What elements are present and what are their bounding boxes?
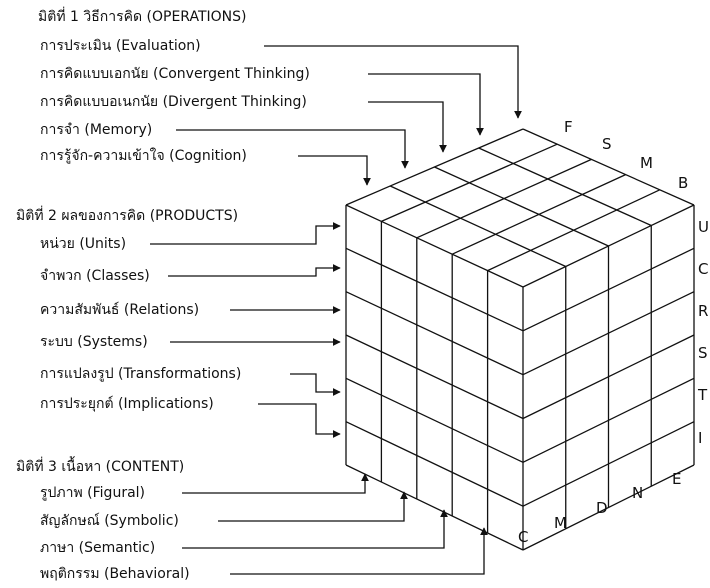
cube-edge — [345, 204, 524, 288]
operation-letter-N: N — [632, 484, 643, 502]
product-label-transformations: การแปลงรูป (Transformations) — [40, 366, 242, 382]
product-letter-T: T — [697, 386, 708, 404]
content-letter-M: M — [640, 154, 653, 172]
product-arrow-5 — [258, 403, 341, 438]
cube-grid-line — [522, 247, 695, 332]
operation-label-convergent: การคิดแบบเอกนัย (Convergent Thinking) — [40, 66, 310, 82]
operations-heading: มิติที่ 1 วิธีการคิด (OPERATIONS) — [38, 9, 247, 25]
cube-edge — [522, 128, 695, 206]
product-label-classes: จำพวก (Classes) — [40, 268, 150, 284]
operation-arrow-3 — [176, 129, 409, 169]
product-arrow-1 — [168, 264, 341, 277]
content-arrow-2 — [182, 509, 448, 549]
operation-arrow-2 — [368, 101, 447, 153]
product-letter-S: S — [698, 344, 708, 362]
product-letter-U: U — [698, 218, 709, 236]
content-label-semantic: ภาษา (Semantic) — [40, 540, 156, 556]
content-arrow-0 — [182, 473, 369, 494]
operation-letter-E: E — [672, 470, 681, 488]
content-label-symbolic: สัญลักษณ์ (Symbolic) — [40, 513, 179, 529]
operation-arrow-1 — [368, 73, 484, 136]
operation-label-memory: การจำ (Memory) — [40, 122, 153, 138]
cube-grid-line — [389, 185, 567, 268]
content-letter-F: F — [564, 118, 573, 136]
product-label-units: หน่วย (Units) — [40, 236, 127, 252]
operation-label-evaluation: การประเมิน (Evaluation) — [40, 38, 201, 54]
content-heading: มิติที่ 3 เนื้อหา (CONTENT) — [16, 459, 185, 475]
content-arrow-1 — [218, 491, 408, 522]
cube-grid-line — [522, 334, 695, 420]
cube-grid-line — [345, 247, 524, 332]
operation-letter-M: M — [554, 514, 567, 532]
cube-grid-line — [522, 421, 695, 507]
cube-grid-line — [522, 377, 695, 463]
cube-grid-line — [434, 166, 609, 247]
operation-label-divergent: การคิดแบบอเนกนัย (Divergent Thinking) — [40, 94, 307, 110]
operation-arrow-4 — [298, 155, 371, 186]
product-label-implications: การประยุกต์ (Implications) — [40, 396, 214, 412]
product-arrow-0 — [150, 222, 341, 245]
cube-grid-line — [345, 334, 524, 420]
content-letter-S: S — [602, 135, 612, 153]
operation-label-cognition: การรู้จัก-ความเข้าใจ (Cognition) — [40, 148, 247, 164]
cube-grid-line — [345, 421, 524, 507]
cube-grid-line — [478, 147, 652, 227]
content-arrow-3 — [230, 527, 488, 575]
product-letter-I: I — [698, 429, 702, 447]
operation-letter-C: C — [518, 528, 528, 546]
operation-letter-D: D — [596, 499, 608, 517]
product-letter-C: C — [698, 260, 708, 278]
product-label-systems: ระบบ (Systems) — [40, 334, 148, 350]
cube-edge — [345, 464, 524, 551]
cube-grid-line — [345, 291, 524, 376]
cube-grid-line — [345, 377, 524, 463]
content-label-figural: รูปภาพ (Figural) — [40, 485, 146, 501]
product-label-relations: ความสัมพันธ์ (Relations) — [40, 302, 200, 318]
product-letter-R: R — [698, 302, 708, 320]
content-label-behavioral: พฤติกรรม (Behavioral) — [40, 566, 190, 582]
products-heading: มิติที่ 2 ผลของการคิด (PRODUCTS) — [16, 208, 239, 224]
content-letter-B: B — [678, 174, 688, 192]
cube-grid-line — [522, 291, 695, 376]
product-arrow-4 — [290, 373, 341, 396]
operation-arrow-0 — [264, 45, 522, 119]
